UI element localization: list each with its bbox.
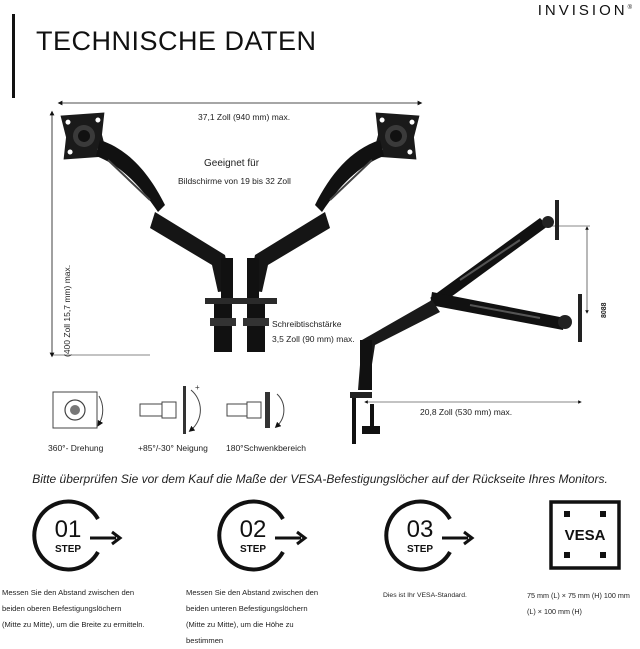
step-3-line: Dies ist Ihr VESA-Standard. — [383, 592, 467, 599]
step-2-line: (Mitte zu Mitte), um die Höhe zu — [186, 620, 294, 629]
height-dimension-label: (400 Zoll 15,7 mm) max. — [62, 264, 72, 357]
step-2-number: 02 — [240, 516, 267, 543]
technical-drawing: + — [49, 100, 590, 444]
step-1-word: STEP — [55, 544, 81, 555]
desk-thickness-label: Schreibtischstärke — [272, 319, 342, 329]
suitable-range: Bildschirme von 19 bis 32 Zoll — [178, 176, 291, 186]
step-1-line: beiden oberen Befestigungslöchern — [2, 604, 122, 613]
step-2-badge: 02 STEP — [217, 499, 308, 572]
swivel-label: 180°Schwenkbereich — [226, 443, 306, 453]
reach-dimension-label: 20,8 Zoll (530 mm) max. — [420, 407, 513, 417]
step-1-line: (Mitte zu Mitte), um die Breite zu ermit… — [2, 620, 145, 629]
step-3-number: 03 — [407, 516, 434, 543]
step-1-number: 01 — [55, 516, 82, 543]
step-3-description: Dies ist Ihr VESA-Standard. — [383, 588, 467, 604]
vesa-line: (L) × 100 mm (H) — [527, 607, 582, 616]
step-2-line: bestimmen — [186, 636, 224, 645]
step-2-line: Messen Sie den Abstand zwischen den — [186, 588, 319, 597]
brand-logo: INVISION® — [538, 2, 632, 19]
page-title: TECHNISCHE DATEN — [36, 26, 317, 56]
header-accent-bar — [12, 14, 15, 98]
vesa-notice: Bitte überprüfen Sie vor dem Kauf die Ma… — [32, 472, 608, 486]
desk-thickness-value: 3,5 Zoll (90 mm) max. — [272, 334, 355, 344]
step-1-line: Messen Sie den Abstand zwischen den — [2, 588, 135, 597]
vesa-logo-text: VESA — [565, 527, 606, 544]
tilt-icon: + — [139, 383, 201, 434]
step-3-badge: 03 STEP — [384, 499, 475, 572]
svg-text:+: + — [195, 383, 200, 392]
rotation-label: 360°- Drehung — [48, 443, 104, 453]
step-badges: 01 STEP 02 STEP 03 STEP VESA — [32, 499, 621, 572]
step-1-description: Messen Sie den Abstand zwischen den beid… — [2, 585, 145, 633]
vesa-line: 75 mm (L) × 75 mm (H) 100 mm — [527, 591, 630, 600]
side-height-label: 8088 — [601, 302, 608, 318]
arm-side-view — [350, 200, 590, 444]
suitable-title: Geeignet für — [204, 158, 260, 169]
rotation-icon — [52, 391, 104, 429]
registered-mark: ® — [627, 5, 632, 11]
step-1-badge: 01 STEP — [32, 499, 123, 572]
swivel-icon — [226, 392, 285, 429]
tilt-label: +85°/-30° Neigung — [138, 443, 208, 453]
step-2-line: beiden unteren Befestigungslöchern — [186, 604, 308, 613]
step-2-description: Messen Sie den Abstand zwischen den beid… — [186, 585, 318, 649]
brand-name: INVISION — [537, 2, 628, 19]
vesa-description: 75 mm (L) × 75 mm (H) 100 mm (L) × 100 m… — [527, 588, 630, 620]
vesa-logo: VESA — [549, 500, 621, 570]
step-3-word: STEP — [407, 544, 433, 555]
dual-arm-front-view — [60, 112, 420, 352]
step-2-word: STEP — [240, 544, 266, 555]
width-dimension-label: 37,1 Zoll (940 mm) max. — [198, 112, 291, 122]
